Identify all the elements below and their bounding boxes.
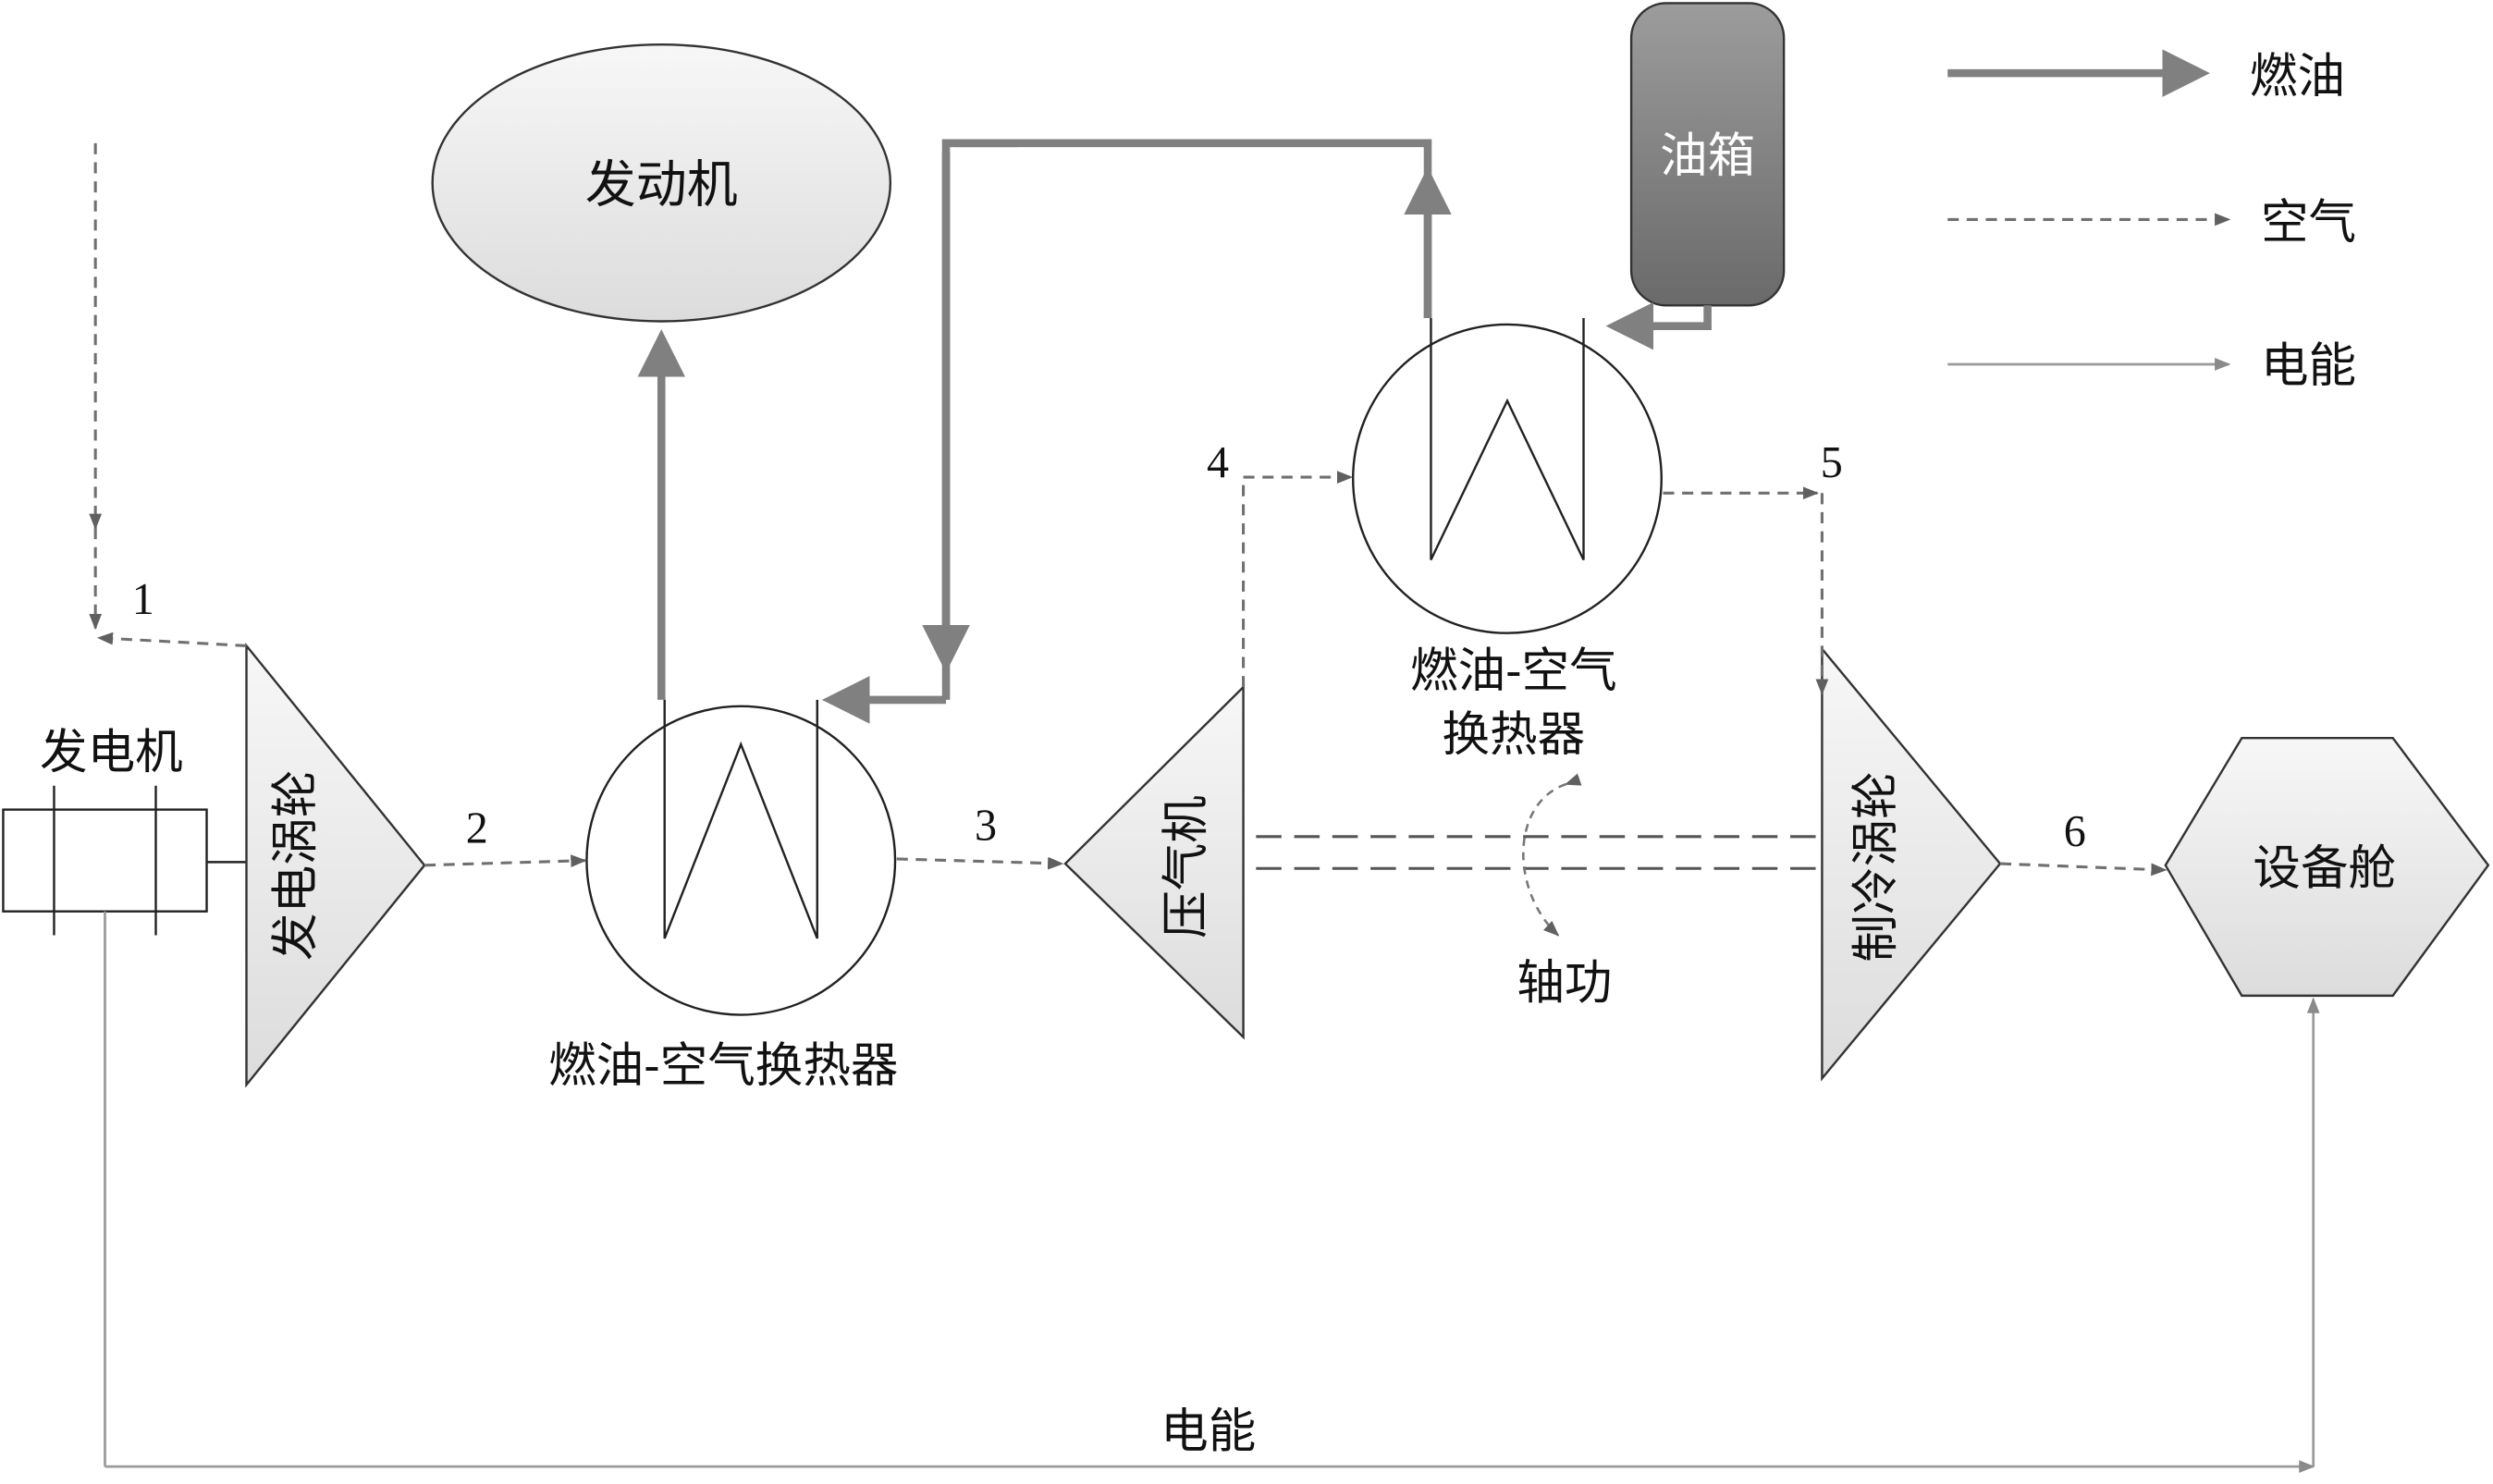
heat-exchanger-1-label: 燃油-空气换热器 — [548, 1038, 898, 1094]
electric-lines: 电能 — [104, 911, 2320, 1473]
cooling-turbine-label: 制冷涡轮 — [1848, 771, 1904, 962]
compressor: 压气机 — [1063, 684, 1245, 1040]
shaft: 轴功 — [1256, 773, 1816, 1011]
legend-fuel-label: 燃油 — [2250, 49, 2345, 104]
state-point-2: 2 — [466, 804, 488, 853]
air-line-2 — [424, 854, 587, 867]
equipment-bay-label: 设备舱 — [2253, 840, 2396, 896]
heat-exchanger-1: 燃油-空气换热器 — [548, 699, 899, 1094]
state-point-3: 3 — [975, 801, 997, 850]
heat-exchanger-2: 燃油-空气 换热器 — [1351, 318, 1663, 763]
legend-electric-label: 电能 — [2261, 338, 2356, 394]
fuel-tank: 油箱 — [1629, 2, 1786, 307]
state-point-1: 1 — [132, 575, 154, 624]
state-point-6: 6 — [2064, 807, 2086, 856]
air-line-6 — [1999, 862, 2168, 877]
air-lines — [89, 142, 2168, 877]
fuel-line-down — [941, 139, 1018, 700]
fuel-tank-label: 油箱 — [1660, 129, 1755, 184]
fuel-line-tank-to-hx2 — [1605, 301, 1712, 350]
fuel-lines — [637, 139, 1712, 724]
compressor-label: 压气机 — [1159, 795, 1214, 938]
state-point-4: 4 — [1207, 438, 1229, 487]
air-line-3 — [896, 856, 1064, 870]
generator: 发电机 — [2, 725, 247, 936]
engine-label: 发动机 — [585, 154, 738, 214]
state-points: 1 2 3 4 5 6 — [132, 438, 2086, 856]
shaft-work-arrow — [1522, 773, 1582, 937]
state-point-5: 5 — [1821, 438, 1843, 487]
generator-label: 发电机 — [40, 725, 183, 780]
air-line-1 — [96, 632, 247, 647]
power-turbine: 发电涡轮 — [245, 643, 426, 1088]
legend-air-label: 空气 — [2261, 195, 2356, 251]
electric-energy-label: 电能 — [1161, 1404, 1256, 1459]
equipment-bay: 设备舱 — [2164, 736, 2490, 998]
legend: 燃油 空气 电能 — [1947, 49, 2356, 394]
engine: 发动机 — [431, 43, 892, 323]
cooling-turbine: 制冷涡轮 — [1821, 645, 2002, 1082]
shaft-work-label: 轴功 — [1517, 955, 1612, 1011]
power-turbine-label: 发电涡轮 — [268, 770, 324, 961]
heat-exchanger-2-label-2: 换热器 — [1443, 707, 1586, 763]
heat-exchanger-2-label-1: 燃油-空气 — [1410, 644, 1617, 699]
fuel-line-hx2-to-split — [953, 139, 1432, 319]
